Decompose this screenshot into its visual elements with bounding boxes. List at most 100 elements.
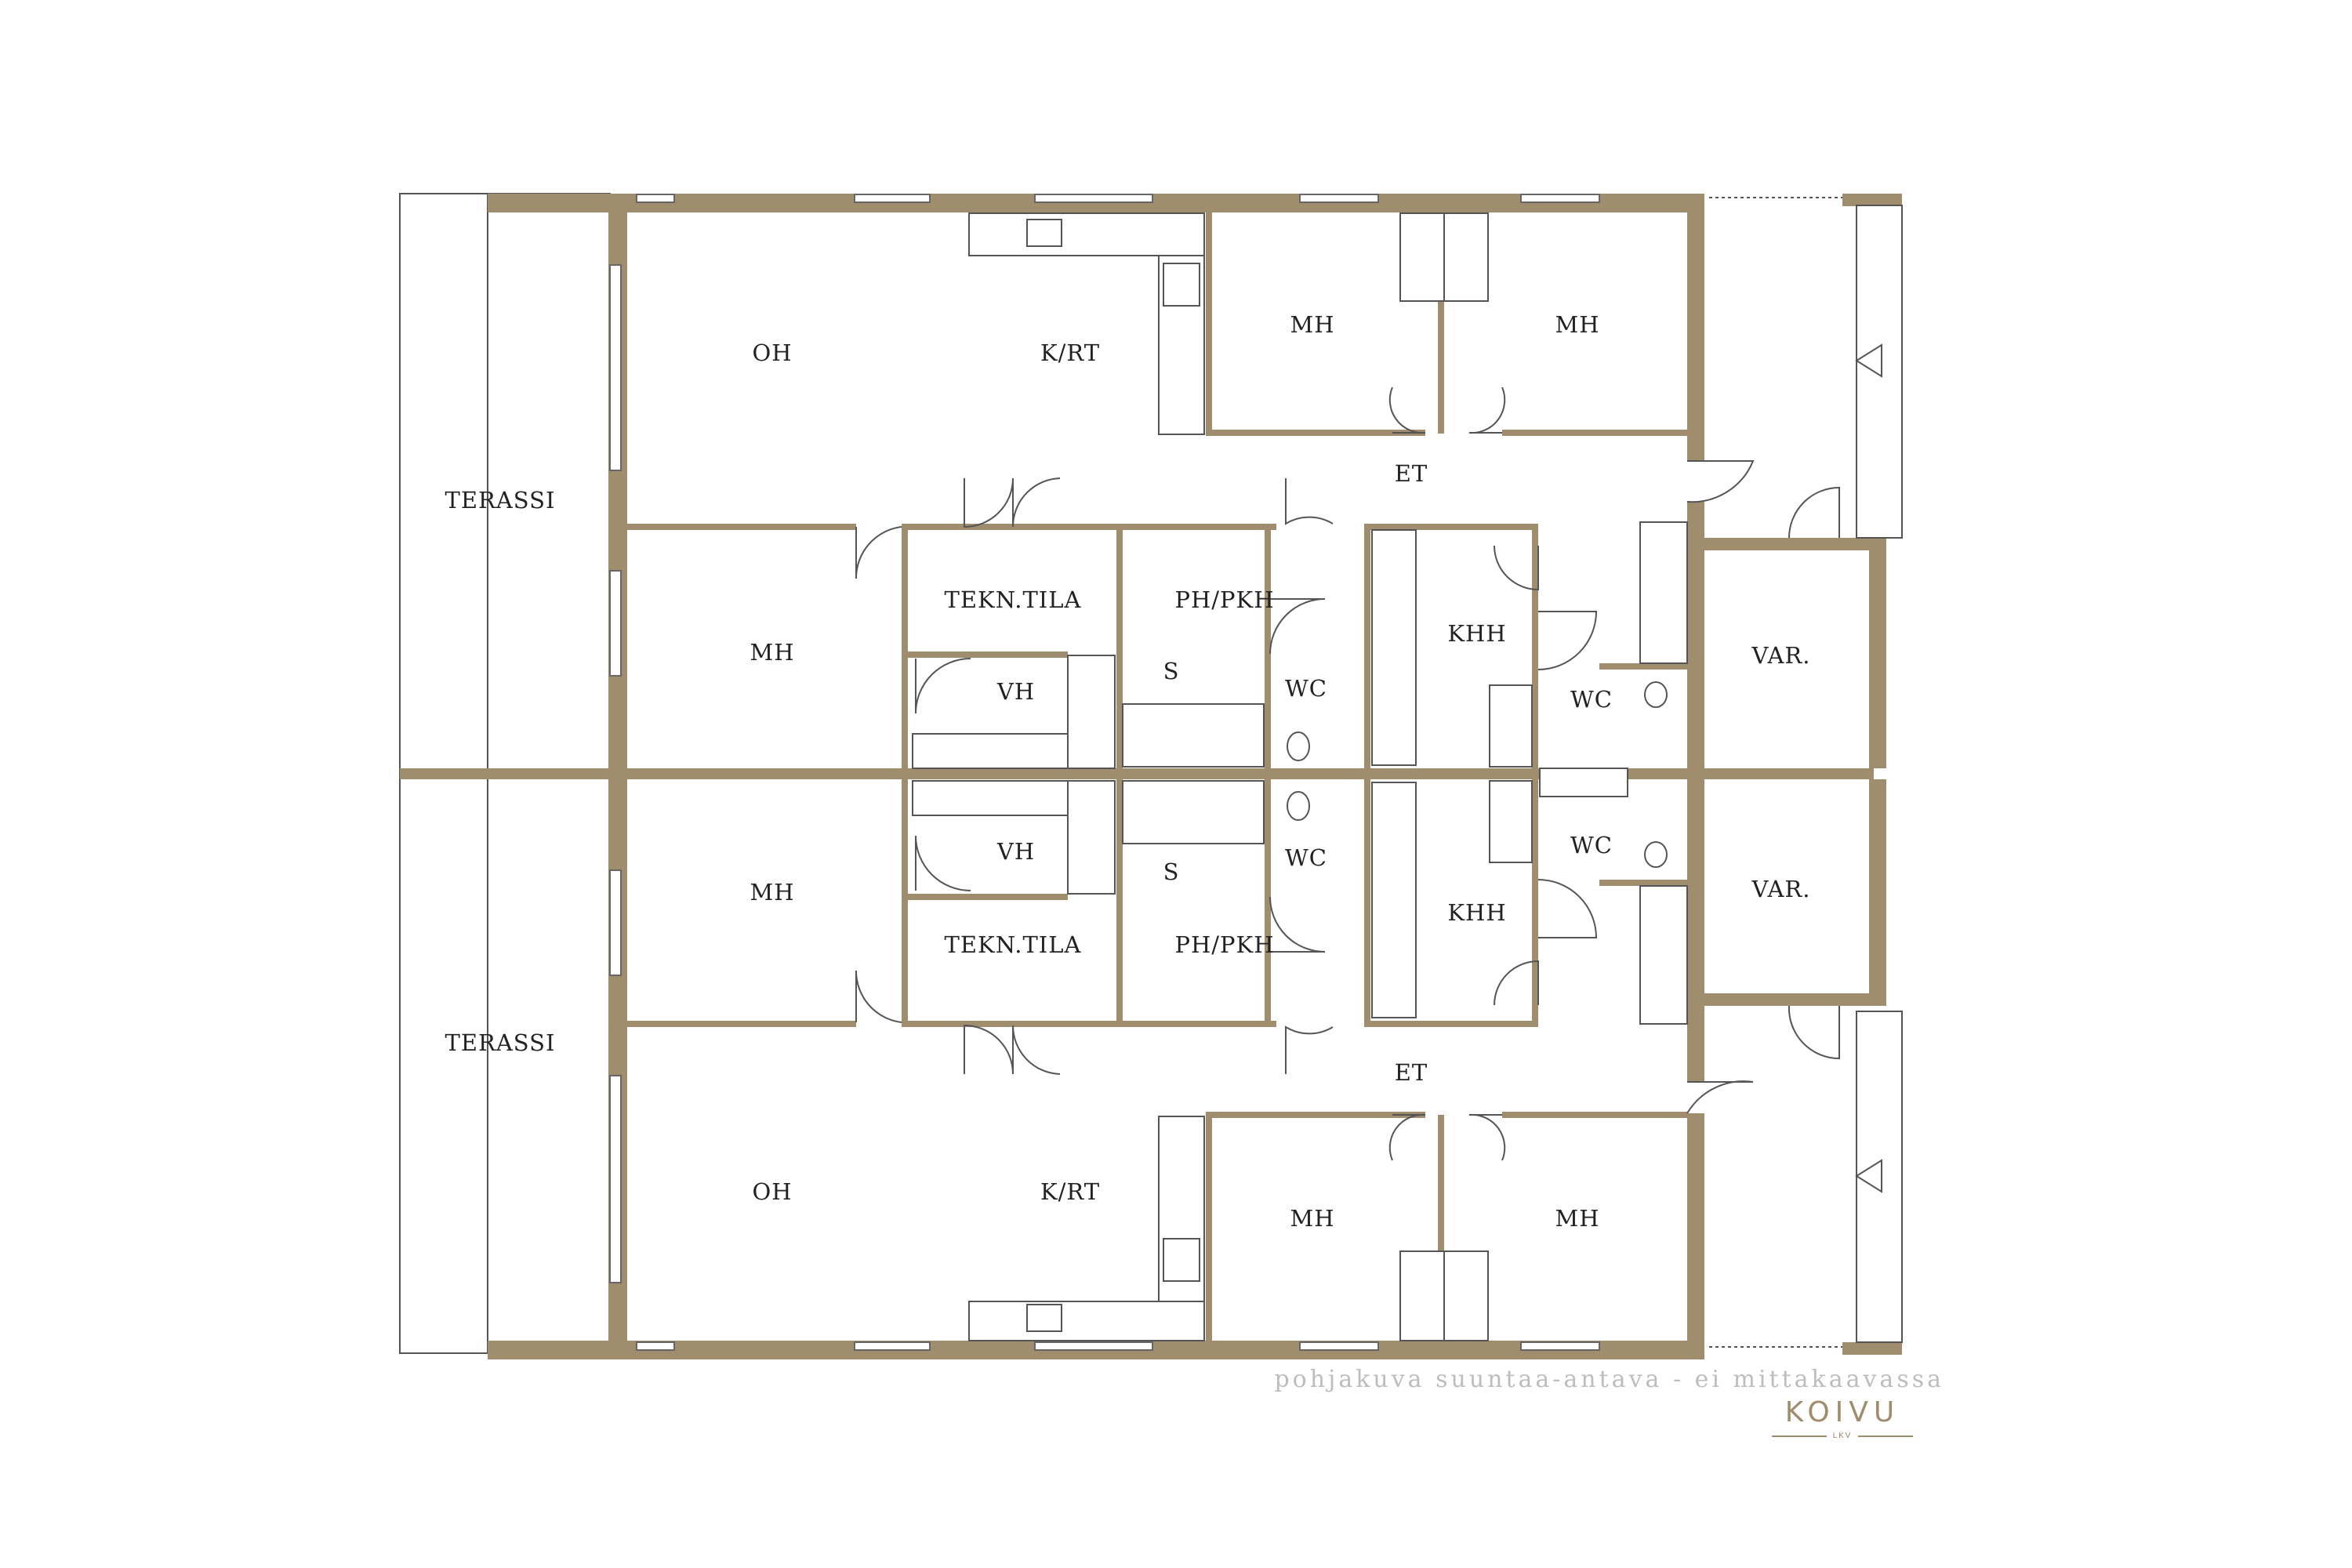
door-icon xyxy=(1537,611,1598,670)
room-label-et-bottom: ET xyxy=(1395,1059,1428,1086)
toilet-icon xyxy=(1644,681,1668,708)
wall-bottom-far xyxy=(1842,1342,1902,1355)
window xyxy=(609,869,622,976)
room-label-tekn-bottom: TEKN.TILA xyxy=(945,931,1082,958)
wall-wc2-top xyxy=(1599,663,1687,670)
room-labels: TERASSI TERASSI OH OH K/RT K/RT MH MH MH… xyxy=(445,311,1811,1232)
door-icon xyxy=(1788,1005,1840,1060)
wall-party xyxy=(400,768,1874,779)
wall-wc2b-bottom xyxy=(1599,880,1687,886)
vh-shelf-bottom xyxy=(912,780,1076,816)
wall-tekn2-top xyxy=(902,894,1068,900)
wall-mh2-mid xyxy=(1438,1115,1444,1341)
wall-ph2-right xyxy=(1265,779,1271,1027)
door-icon xyxy=(1788,486,1840,539)
stairs xyxy=(912,655,1265,895)
wardrobe-top xyxy=(1399,212,1445,302)
room-label-s-top: S xyxy=(1163,658,1180,684)
wall-khh-top xyxy=(1364,524,1538,530)
room-label-et-top: ET xyxy=(1395,460,1428,487)
wall-tekn-bottom xyxy=(902,652,1068,658)
wall-khh-right xyxy=(1532,524,1538,768)
vh-shelf-top xyxy=(912,733,1076,769)
window xyxy=(609,264,622,471)
wall-mh-mid xyxy=(1438,212,1444,434)
window xyxy=(636,194,675,203)
room-label-mh-top-right: MH xyxy=(750,639,795,666)
wardrobe-bottom xyxy=(1399,1250,1445,1341)
door-icon xyxy=(1285,1025,1334,1074)
window xyxy=(636,1341,675,1351)
door-icon xyxy=(1269,598,1326,655)
wall-right-top xyxy=(1687,194,1704,460)
room-label-wc1-top: WC xyxy=(1285,675,1327,702)
logo-rule xyxy=(1858,1435,1914,1437)
terrace-bottom-area xyxy=(399,778,488,1354)
room-label-vh-top: VH xyxy=(996,678,1035,705)
wall-var-right-top xyxy=(1869,538,1886,768)
side-window-top xyxy=(1856,205,1903,539)
door-icon xyxy=(855,526,902,579)
wall-mh-bottom-a xyxy=(1206,430,1425,436)
sink-icon xyxy=(1026,219,1062,247)
door-icon xyxy=(1537,879,1598,938)
window xyxy=(854,194,931,203)
wardrobe-top xyxy=(1443,212,1489,302)
kitchen-fixtures xyxy=(968,212,1205,1341)
room-label-krt-bottom: K/RT xyxy=(1040,1178,1100,1205)
wall-tekn-left xyxy=(902,524,908,768)
arrow-icon xyxy=(1855,1159,1882,1193)
logo-subline: LKV xyxy=(1756,1432,1929,1440)
door-icon xyxy=(964,477,1014,528)
room-label-var-bottom: VAR. xyxy=(1751,876,1811,902)
window xyxy=(1520,194,1600,203)
closet-bottom xyxy=(1639,885,1688,1025)
doors xyxy=(855,387,1840,1161)
toilet-icon xyxy=(1287,791,1310,821)
wall-mh-bottom-b xyxy=(1502,430,1687,436)
window xyxy=(1520,1341,1600,1351)
walls xyxy=(400,194,1902,1359)
room-label-terrace-bottom: TERASSI xyxy=(445,1029,556,1056)
arrow-icon xyxy=(1855,343,1882,378)
door-icon xyxy=(964,1024,1014,1075)
window xyxy=(1034,194,1153,203)
wall-top-far xyxy=(1842,194,1902,206)
door-icon xyxy=(1686,460,1755,503)
door-icon xyxy=(1468,387,1506,434)
wall-mh1-top xyxy=(627,524,856,530)
sink-icon xyxy=(1026,1304,1062,1332)
logo-subtext: LKV xyxy=(1832,1432,1853,1440)
wall-khh2-left xyxy=(1364,779,1370,1027)
room-label-vh-bottom: VH xyxy=(996,838,1035,865)
counter-khh-top xyxy=(1371,529,1417,766)
wardrobe-bottom xyxy=(1443,1250,1489,1341)
wall-khh2-right xyxy=(1532,779,1538,1027)
door-icon xyxy=(1468,1113,1506,1161)
door-icon xyxy=(1494,545,1539,591)
vh-closet-top xyxy=(1067,655,1116,769)
room-label-oh-bottom: OH xyxy=(752,1178,792,1205)
stair-top xyxy=(1122,703,1265,768)
wall-var-bottom xyxy=(1687,993,1886,1006)
room-label-phpkh-top: PH/PKH xyxy=(1174,586,1274,613)
room-label-khh-bottom: KHH xyxy=(1447,899,1506,926)
wall-ph-right xyxy=(1265,524,1271,768)
vh-closet-bottom xyxy=(1067,780,1116,895)
window xyxy=(1299,194,1379,203)
wall-var-right-bottom xyxy=(1869,779,1886,1006)
room-label-s-bottom: S xyxy=(1163,858,1180,885)
room-label-phpkh-bottom: PH/PKH xyxy=(1174,931,1274,958)
window xyxy=(1299,1341,1379,1351)
wall-tekn2-left xyxy=(902,779,908,1027)
wall-right-mid xyxy=(1687,502,1704,1082)
door-icon xyxy=(855,970,902,1023)
room-label-mh-top-left: MH xyxy=(1290,311,1335,338)
door-icon xyxy=(1285,478,1334,525)
room-label-mh-bottom-left: MH xyxy=(750,879,795,906)
brand-logo: KOIVU LKV xyxy=(1756,1397,1929,1440)
sink-icon xyxy=(1539,768,1628,797)
room-label-mh-bottom-right: MH xyxy=(1555,1205,1600,1232)
terrace-top-area xyxy=(399,193,488,775)
